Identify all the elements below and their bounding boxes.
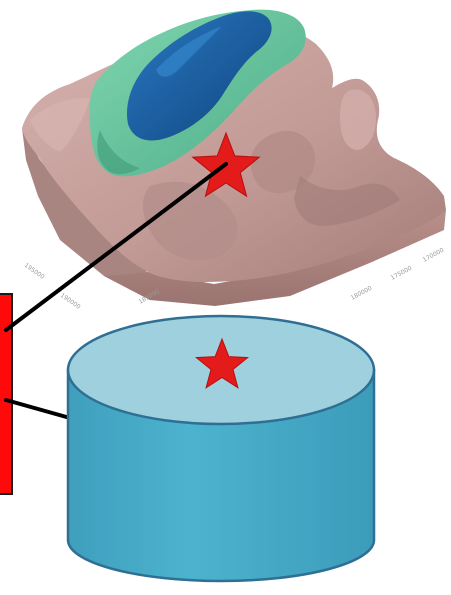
tick-label: 170000 <box>422 247 446 264</box>
connector-line-lower <box>6 400 70 418</box>
tick-label: 180000 <box>350 285 374 302</box>
tick-label: 190000 <box>59 292 82 311</box>
tick-label: 195000 <box>23 262 46 281</box>
red-box <box>0 294 12 494</box>
cylinder <box>68 316 374 581</box>
terrain-block <box>22 10 446 306</box>
tick-label: 175000 <box>390 265 414 282</box>
